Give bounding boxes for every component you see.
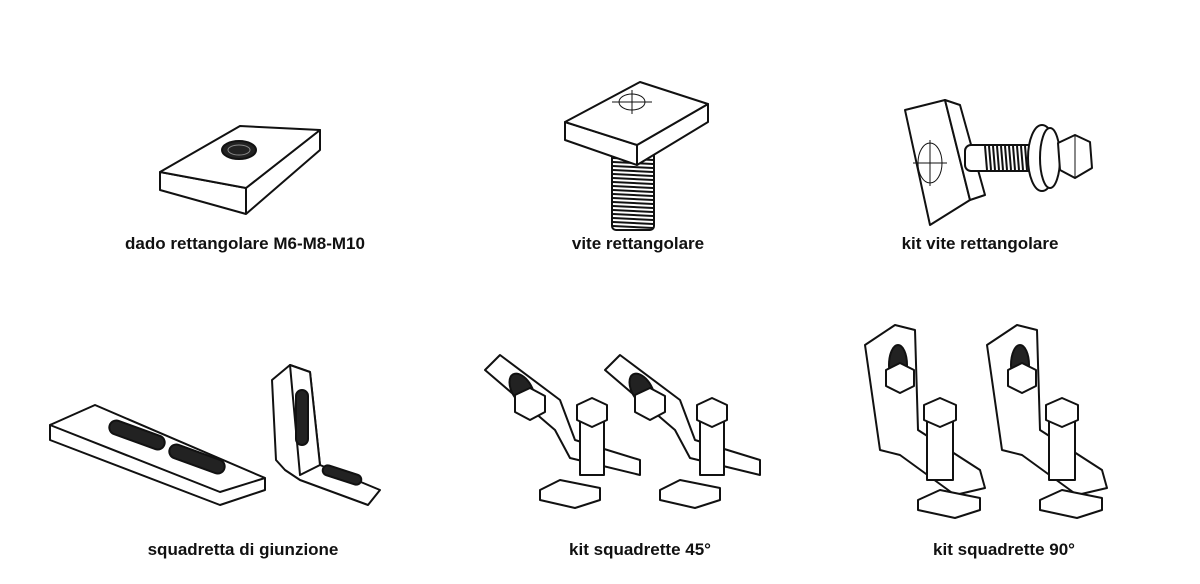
bracket-kit-45-icon [484, 354, 761, 509]
thread-line [988, 145, 992, 171]
thread-line [612, 225, 654, 229]
thread-line [612, 221, 654, 225]
bracket-kit-90-icon [864, 324, 1108, 519]
thread-line [612, 205, 654, 209]
thread-line [612, 197, 654, 201]
thread-line [612, 165, 654, 169]
joint-bracket-icon [49, 364, 381, 506]
thread-line [1004, 145, 1008, 171]
thread-line [1020, 145, 1024, 171]
thread-line [612, 213, 654, 217]
item-label-joint-bracket: squadretta di giunzione [147, 540, 339, 559]
thread-line [1016, 145, 1020, 171]
thread-line [612, 185, 654, 189]
thread-line [1000, 145, 1004, 171]
thread-line [992, 145, 996, 171]
rectangular-screw-icon [564, 81, 709, 231]
thread-line [996, 145, 1000, 171]
thread-line [612, 189, 654, 193]
rectangular-nut-icon [159, 125, 321, 215]
thread-line [612, 181, 654, 185]
thread-line [612, 177, 654, 181]
item-label-rectangular-screw-kit: kit vite rettangolare [901, 234, 1059, 253]
thread-line [612, 173, 654, 177]
thread-line [612, 169, 654, 173]
item-label-bracket-kit-45: kit squadrette 45° [569, 540, 711, 559]
thread-line [1008, 145, 1012, 171]
thread-line [1012, 145, 1016, 171]
thread-line [612, 193, 654, 197]
item-label-rectangular-screw: vite rettangolare [571, 234, 705, 253]
thread-line [612, 217, 654, 221]
rectangular-screw-kit-icon [904, 99, 1093, 226]
thread-line [612, 201, 654, 205]
thread-line [612, 209, 654, 213]
item-label-bracket-kit-90: kit squadrette 90° [933, 540, 1075, 559]
thread-line [1024, 145, 1028, 171]
thread-line [984, 145, 988, 171]
item-label-rectangular-nut: dado rettangolare M6-M8-M10 [125, 234, 365, 253]
